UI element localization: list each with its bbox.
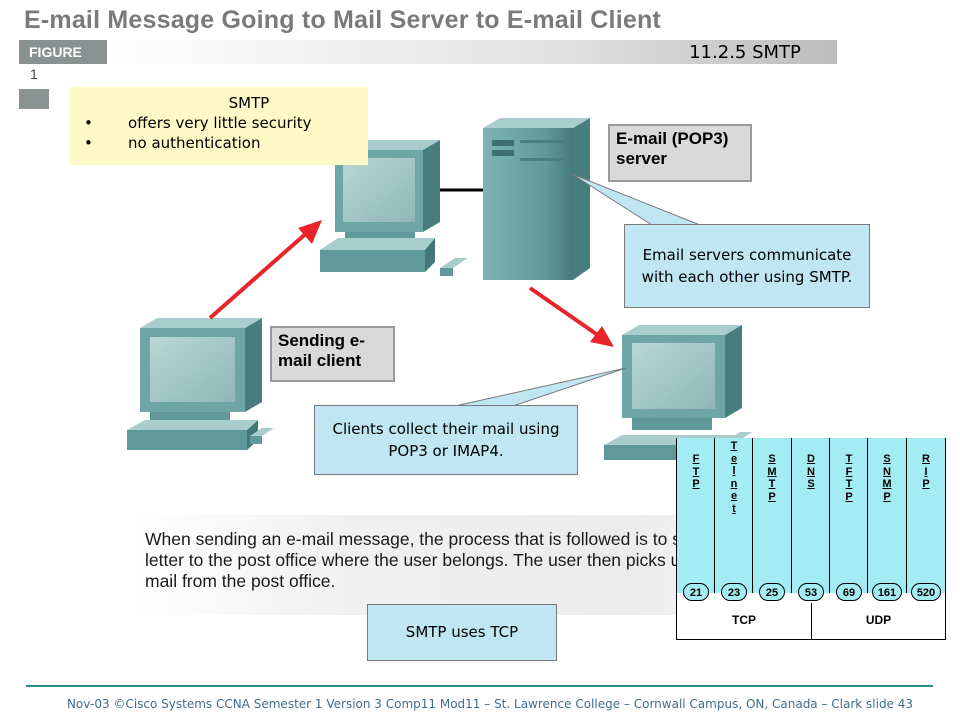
transport-udp: UDP [865, 613, 892, 627]
port-number: 53 [798, 583, 824, 601]
footer-text: Nov-03 ©Cisco Systems CCNA Semester 1 Ve… [66, 697, 914, 711]
port-number: 520 [911, 583, 941, 601]
sending-computer-icon [127, 318, 274, 450]
deliver-arrow [528, 286, 614, 347]
protocol-column-telnet [715, 438, 753, 593]
figure-number: 1 [30, 66, 38, 82]
figure-marker [19, 89, 49, 109]
sending-client-label: Sending e-mail client [270, 326, 395, 382]
protocol-column-snmp [868, 438, 907, 593]
figure-band [107, 40, 837, 64]
client-callout-pointer [454, 367, 627, 407]
port-number: 161 [872, 583, 902, 601]
port-number: 21 [683, 583, 709, 601]
server-icon [483, 118, 590, 280]
section-label: 11.2.5 SMTP [689, 42, 801, 63]
protocol-column-rip [907, 438, 945, 593]
smtp-note: SMTP •offers very little security •no au… [70, 87, 368, 165]
paragraph-background [135, 515, 755, 615]
protocol-column-ftp [677, 438, 715, 593]
clients-callout: Clients collect their mail using POP3 or… [314, 405, 578, 475]
servers-callout: Email servers communicate with each othe… [624, 224, 870, 308]
tcp-callout: SMTP uses TCP [367, 604, 557, 661]
protocol-column-tftp [830, 438, 868, 593]
figure-tab: FIGURE [19, 40, 107, 64]
port-number: 23 [721, 583, 747, 601]
send-arrow [208, 220, 322, 320]
smtp-note-heading: SMTP [228, 94, 270, 112]
smtp-note-bullet: •no authentication [84, 134, 261, 152]
slide-title: E-mail Message Going to Mail Server to E… [24, 6, 661, 34]
footer-divider [26, 685, 933, 687]
protocol-column-smtp [753, 438, 792, 593]
port-number: 69 [836, 583, 862, 601]
smtp-note-bullet: •offers very little security [84, 114, 312, 132]
server-label: E-mail (POP3) server [608, 124, 752, 182]
transport-tcp: TCP [677, 603, 812, 639]
protocol-column-dns [792, 438, 830, 593]
explanation-paragraph: When sending an e-mail message, the proc… [145, 529, 740, 591]
port-number: 25 [759, 583, 785, 601]
